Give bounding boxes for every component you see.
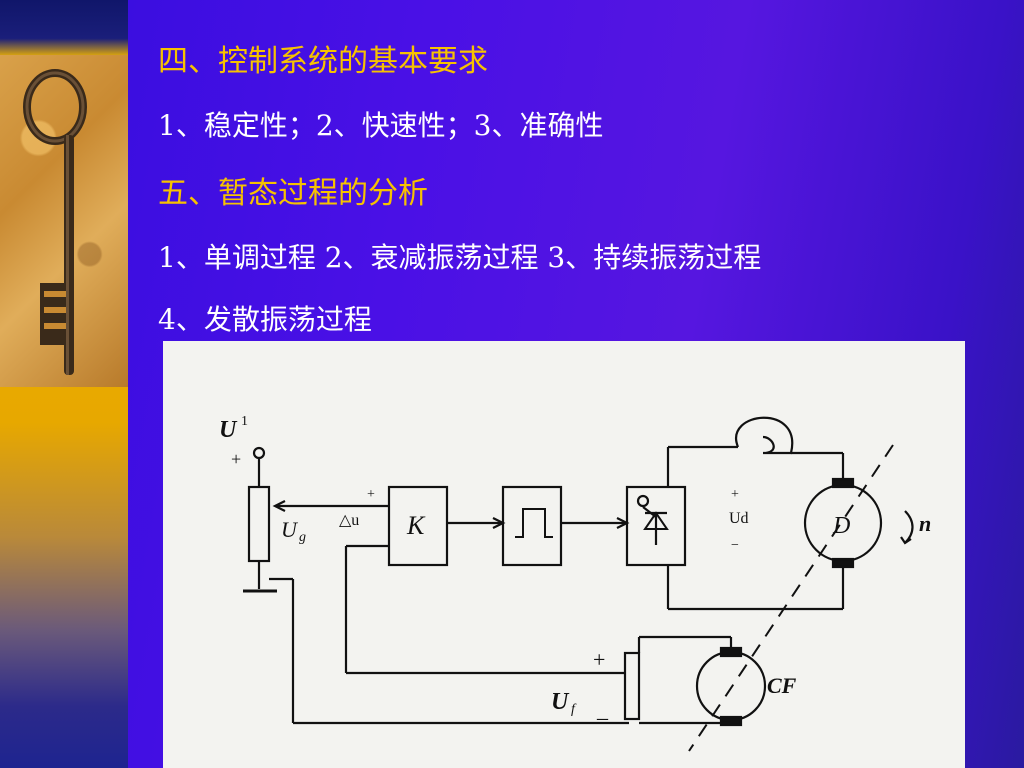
rectifier-block bbox=[625, 485, 687, 567]
label-k: K bbox=[406, 511, 426, 540]
potentiometer bbox=[247, 485, 271, 563]
amplifier-block-k bbox=[387, 485, 449, 567]
circuit-diagram: U 1 + U g + △u − K + Ud − D n + U f _ CF bbox=[219, 414, 931, 752]
section4-heading: 四、控制系统的基本要求 bbox=[158, 44, 488, 79]
section5-heading: 五、暂态过程的分析 bbox=[158, 176, 428, 211]
label-uf: U bbox=[551, 689, 570, 715]
label-delta-minus: − bbox=[367, 540, 375, 555]
label-delta-plus: + bbox=[367, 487, 375, 502]
label-uf-minus: _ bbox=[596, 697, 609, 722]
diagram-labels: U 1 + U g + △u − K + Ud − D n + U f _ CF bbox=[219, 414, 931, 722]
key-photo bbox=[0, 55, 128, 387]
section5-items-line1: 1、单调过程 2、衰减振荡过程 3、持续振荡过程 bbox=[158, 241, 762, 274]
label-uf-sub: f bbox=[571, 702, 577, 717]
label-u1-sub: 1 bbox=[241, 414, 248, 429]
label-u1: U bbox=[219, 417, 238, 443]
label-ug-sub: g bbox=[299, 530, 306, 545]
label-u1-plus: + bbox=[231, 449, 241, 469]
label-speed-n: n bbox=[919, 511, 931, 536]
tachometer-cf bbox=[695, 650, 767, 722]
label-tacho-cf: CF bbox=[767, 673, 797, 698]
section4-items: 1、稳定性；2、快速性；3、准确性 bbox=[158, 109, 604, 142]
antique-key-image bbox=[23, 69, 87, 375]
input-terminal bbox=[252, 446, 266, 460]
trigger-block bbox=[501, 485, 563, 567]
label-uf-plus: + bbox=[593, 647, 605, 672]
label-ud-minus: − bbox=[731, 538, 739, 553]
label-ud: Ud bbox=[729, 510, 749, 527]
speed-control-diagram: U 1 + U g + △u − K + Ud − D n + U f _ CF bbox=[163, 341, 965, 768]
feedback-potentiometer bbox=[623, 651, 641, 721]
section5-items-line2: 4、发散振荡过程 bbox=[158, 303, 372, 336]
label-ug: U bbox=[281, 517, 299, 542]
label-ud-plus: + bbox=[731, 487, 739, 502]
label-motor-d: D bbox=[832, 513, 850, 539]
label-delta-u: △u bbox=[339, 512, 359, 529]
